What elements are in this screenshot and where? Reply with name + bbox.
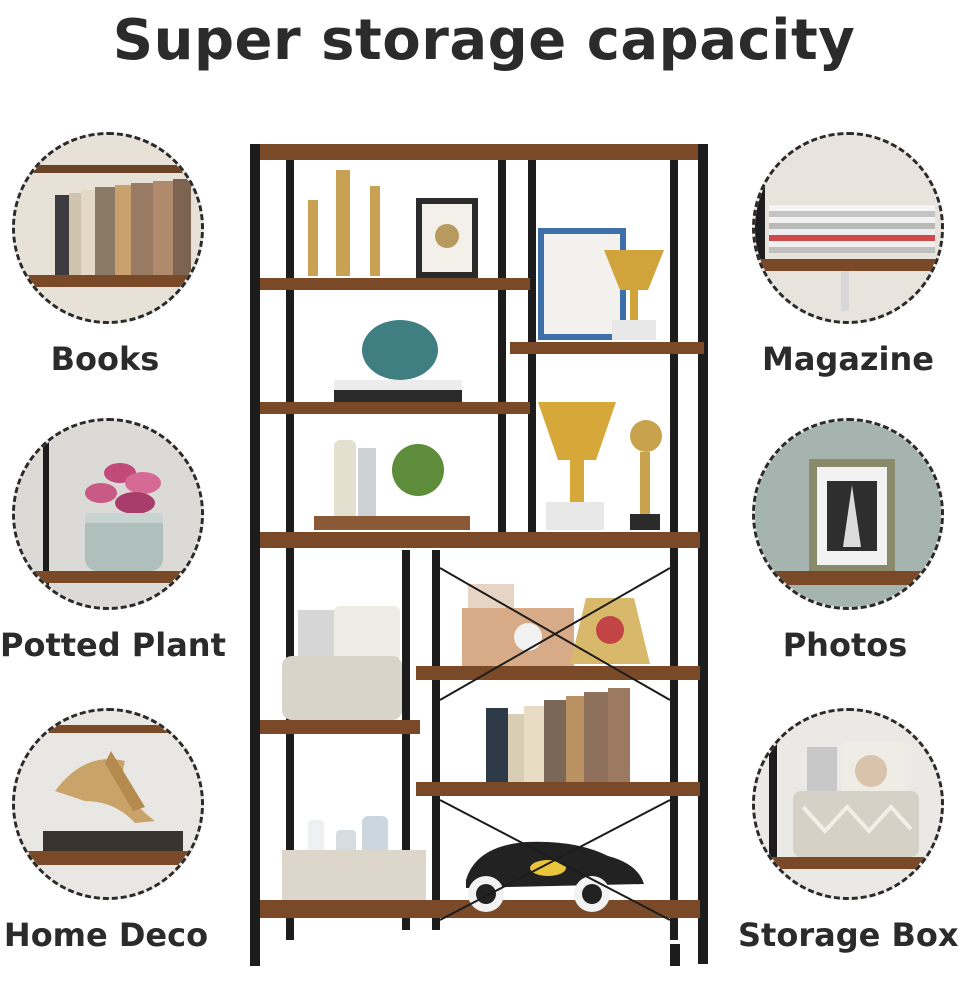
books-circle <box>12 132 204 324</box>
feature-label-deco: Home Deco <box>3 916 209 954</box>
photos-circle <box>752 418 944 610</box>
feature-label-photos: Photos <box>782 626 908 664</box>
plant-circle <box>12 418 204 610</box>
books-icon <box>15 135 201 321</box>
top-board <box>250 144 708 160</box>
magazine-icon <box>755 135 941 321</box>
feature-label-books: Books <box>50 340 160 378</box>
bookshelf-illustration <box>250 144 708 966</box>
bookshelf-image <box>246 140 712 970</box>
feature-label-storage: Storage Box <box>738 916 959 954</box>
feature-label-plant: Potted Plant <box>0 626 226 664</box>
page-title: Super storage capacity <box>112 8 856 73</box>
plant-icon <box>15 421 201 607</box>
deco-circle <box>12 708 204 900</box>
photo-icon <box>755 421 941 607</box>
basket-icon <box>755 711 941 897</box>
magazine-circle <box>752 132 944 324</box>
deco-icon <box>15 711 201 897</box>
feature-label-magazine: Magazine <box>761 340 934 378</box>
storage-circle <box>752 708 944 900</box>
